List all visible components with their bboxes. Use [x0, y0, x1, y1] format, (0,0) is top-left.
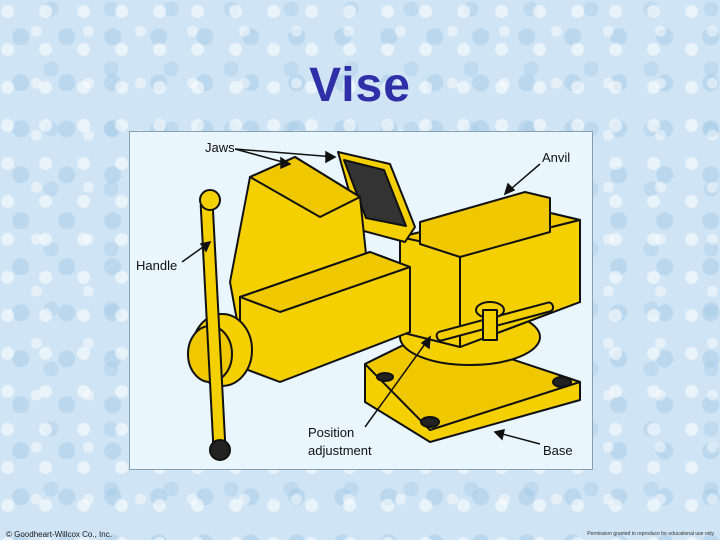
anvil-block — [419, 191, 551, 258]
vise-slide-top — [239, 251, 411, 313]
base-bolt-hole — [552, 376, 572, 388]
label-position-line1: Position — [308, 425, 354, 440]
label-base: Base — [543, 443, 573, 458]
base-bolt-hole — [376, 372, 394, 382]
position-lever-post — [482, 309, 498, 341]
handle-knob-top — [199, 189, 221, 211]
vise-diagram: Jaws Anvil Handle Position adjustment Ba… — [129, 131, 593, 470]
label-anvil: Anvil — [542, 150, 570, 165]
vise-illustration: Jaws Anvil Handle Position adjustment Ba… — [136, 140, 581, 461]
permission-notice: Permission granted to reproduce for educ… — [587, 531, 714, 537]
base-bolt-hole — [420, 416, 440, 428]
label-position-line2: adjustment — [308, 443, 372, 458]
copyright-notice: © Goodheart-Willcox Co., Inc. — [6, 530, 112, 539]
vise-front-top — [249, 156, 361, 218]
handle-knob-bottom — [209, 439, 231, 461]
slide-title: Vise — [309, 59, 411, 112]
label-jaws: Jaws — [205, 140, 235, 155]
label-handle: Handle — [136, 258, 177, 273]
